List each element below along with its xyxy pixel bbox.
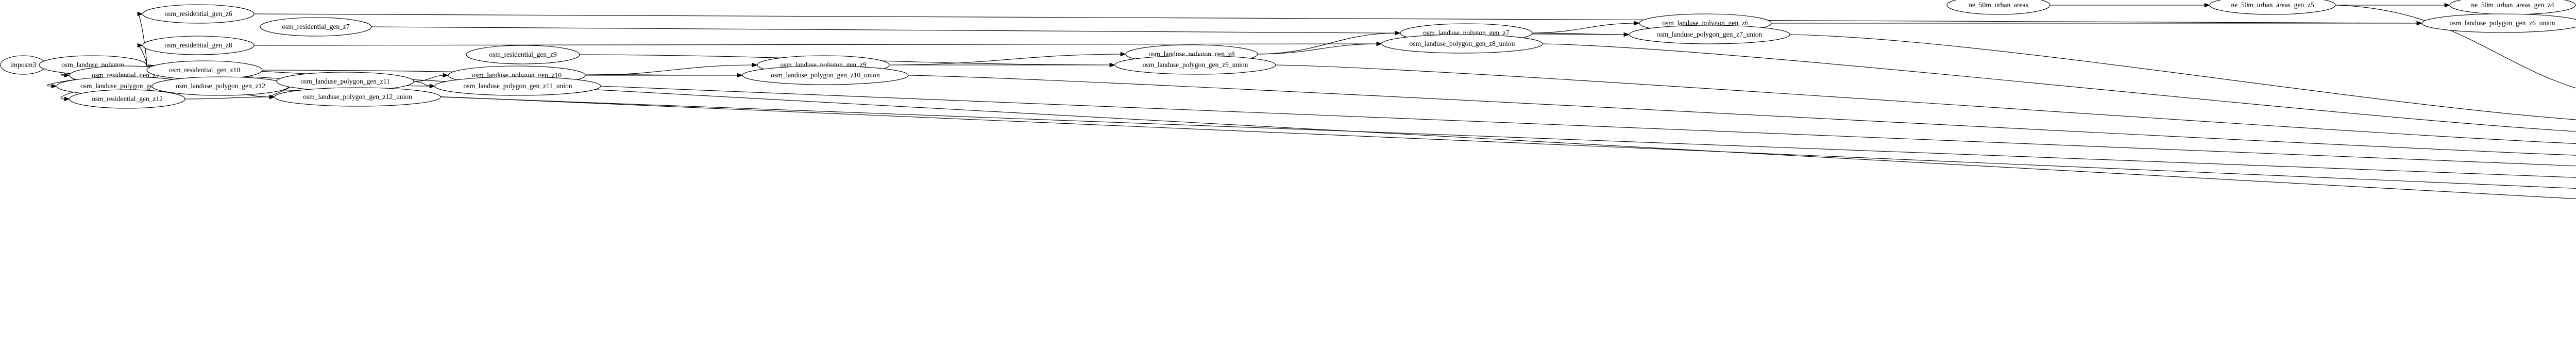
node-label: osm_residential_gen_z6 xyxy=(164,10,232,18)
edge-osm_landuse_polygon_gen_z7-to-osm_landuse_polygon_gen_z6 xyxy=(1532,23,1635,34)
node-shape xyxy=(69,89,185,109)
edge-osm_landuse_polygon_gen_z9_union-to-layer_landuse.z9 xyxy=(1275,64,2576,144)
node-ne_50m_urban_areas_gen_z4[interactable]: ne_50m_urban_areas_gen_z4 xyxy=(2449,0,2576,15)
arrowhead xyxy=(137,43,143,48)
arrowhead xyxy=(2204,3,2210,8)
node-label: ne_50m_urban_areas_gen_z4 xyxy=(2471,1,2554,9)
node-label: osm_landuse_polygon_gen_z13 xyxy=(80,82,170,90)
node-shape xyxy=(466,45,580,64)
node-shape xyxy=(260,17,372,37)
arrowhead xyxy=(429,84,435,89)
node-shape xyxy=(434,76,601,96)
node-shape xyxy=(274,87,441,107)
node-label: osm_landuse_polygon_gen_z11 xyxy=(300,77,389,85)
node-osm_landuse_polygon_gen_z7_union[interactable]: osm_landuse_polygon_gen_z7_union xyxy=(1629,25,1790,44)
arrowhead xyxy=(2444,3,2450,8)
edge-osm_landuse_polygon_gen_z11-to-osm_landuse_polygon_gen_z11_union xyxy=(413,81,431,87)
edge-osm_landuse_polygon-to-osm_residential_gen_z6 xyxy=(138,13,147,65)
node-osm_residential_gen_z8[interactable]: osm_residential_gen_z8 xyxy=(142,36,255,55)
node-shape xyxy=(1381,34,1543,54)
edge-osm_residential_gen_z8-to-osm_landuse_polygon_gen_z8_union xyxy=(253,43,1378,46)
node-label: ne_50m_urban_areas xyxy=(1969,1,2028,9)
node-shape xyxy=(142,36,255,55)
edges-layer xyxy=(33,3,2576,201)
node-osm_landuse_polygon_gen_z6_union[interactable]: osm_landuse_polygon_gen_z6_union xyxy=(2421,13,2576,33)
arrowhead xyxy=(1109,62,1115,68)
node-osm_landuse_polygon_gen_z8_union[interactable]: osm_landuse_polygon_gen_z8_union xyxy=(1381,34,1543,54)
node-label: osm_landuse_polygon_gen_z9_union xyxy=(1143,61,1248,69)
edge-osm_landuse_polygon_gen_z13-to-layer_landuse.z13 xyxy=(193,86,2576,190)
node-shape xyxy=(1114,55,1276,75)
arrowhead xyxy=(64,96,70,102)
node-label: osm_landuse_polygon_gen_z12 xyxy=(176,82,265,90)
edge-osm_landuse_polygon_gen_z10-to-osm_landuse_polygon_gen_z9 xyxy=(585,64,753,76)
node-ne_50m_urban_areas_gen_z5[interactable]: ne_50m_urban_areas_gen_z5 xyxy=(2209,0,2336,15)
edge-osm_landuse_polygon_gen_z12_union-to-layer_landuse.z12 xyxy=(440,96,2576,179)
arrowhead xyxy=(1120,52,1126,57)
node-label: osm_landuse_polygon_gen_z12_union xyxy=(303,93,412,101)
arrowhead xyxy=(737,73,743,78)
arrowhead xyxy=(1395,30,1401,36)
edge-ne_50m_urban_areas_gen_z5-to-layer_landuse.z5 xyxy=(2335,5,2576,89)
node-label: osm_landuse_polygon_gen_z8_union xyxy=(1410,40,1515,47)
node-label: osm_landuse_polygon_gen_z6_union xyxy=(2450,19,2555,27)
arrowhead xyxy=(137,11,143,17)
node-shape xyxy=(1629,25,1790,44)
node-osm_residential_gen_z9[interactable]: osm_residential_gen_z9 xyxy=(466,45,580,64)
node-imposm3[interactable]: imposm3 xyxy=(0,55,46,75)
node-label: osm_residential_gen_z12 xyxy=(92,95,163,103)
edge-osm_landuse_polygon_gen_z10_union-to-layer_landuse.z10 xyxy=(908,75,2576,156)
node-osm_residential_gen_z7[interactable]: osm_residential_gen_z7 xyxy=(260,17,372,37)
node-ne_50m_urban_areas[interactable]: ne_50m_urban_areas xyxy=(1946,0,2050,15)
arrowhead xyxy=(443,73,449,78)
edge-osm_landuse_polygon_gen_z11_union-to-layer_landuse.z11 xyxy=(600,86,2576,168)
arrowhead xyxy=(269,94,275,100)
edge-osm_landuse_polygon_gen_z8_union-to-layer_landuse.z8 xyxy=(1542,43,2576,132)
node-label: osm_landuse_polygon_gen_z10_union xyxy=(771,71,880,79)
node-osm_landuse_polygon_gen_z10_union[interactable]: osm_landuse_polygon_gen_z10_union xyxy=(742,65,909,85)
arrowhead xyxy=(1623,32,1630,37)
node-label: osm_residential_gen_z8 xyxy=(164,41,232,49)
arrowhead xyxy=(1376,41,1382,46)
edge-osm_landuse_polygon_gen_z7_union-to-layer_landuse.z7 xyxy=(1789,34,2576,120)
node-label: imposm3 xyxy=(10,61,37,69)
edge-osm_landuse_polygon_gen_z7-to-osm_landuse_polygon_gen_z7_union xyxy=(1532,32,1625,35)
edge-osm_landuse_polygon_gen_z8-to-osm_landuse_polygon_gen_z8_union xyxy=(1257,43,1378,55)
node-shape xyxy=(2421,13,2576,33)
node-label: osm_residential_gen_z7 xyxy=(282,23,349,30)
edge-osm_residential_gen_z12-to-osm_landuse_polygon_gen_z12_union xyxy=(184,96,270,100)
node-shape xyxy=(2209,0,2336,15)
node-osm_residential_gen_z12[interactable]: osm_residential_gen_z12 xyxy=(69,89,185,109)
arrowhead xyxy=(64,73,70,78)
node-osm_landuse_polygon_gen_z11_union[interactable]: osm_landuse_polygon_gen_z11_union xyxy=(434,76,601,96)
node-label: osm_landuse_polygon_gen_z7_union xyxy=(1657,30,1762,38)
node-osm_landuse_polygon_gen_z12[interactable]: osm_landuse_polygon_gen_z12 xyxy=(151,76,290,96)
node-label: osm_landuse_polygon_gen_z11_union xyxy=(464,82,572,90)
edge-osm_landuse_polygon_gen_z11-to-osm_landuse_polygon_gen_z10 xyxy=(413,75,444,82)
arrowhead xyxy=(2416,21,2422,26)
edge-osm_landuse_polygon_gen_z9-to-osm_landuse_polygon_gen_z8 xyxy=(889,54,1122,65)
node-label: osm_landuse_polygon_gen_z6 xyxy=(1662,19,1748,27)
node-osm_landuse_polygon_gen_z9_union[interactable]: osm_landuse_polygon_gen_z9_union xyxy=(1114,55,1276,75)
arrowhead xyxy=(1634,21,1640,26)
node-label: osm_residential_gen_z10 xyxy=(169,66,240,74)
node-osm_landuse_polygon_gen_z11[interactable]: osm_landuse_polygon_gen_z11 xyxy=(276,72,414,91)
node-osm_residential_gen_z10[interactable]: osm_residential_gen_z10 xyxy=(146,60,263,80)
node-shape xyxy=(742,65,909,85)
node-osm_residential_gen_z6[interactable]: osm_residential_gen_z6 xyxy=(142,4,255,24)
edge-osm_landuse_polygon_gen_z8-to-osm_landuse_polygon_gen_z7 xyxy=(1257,32,1396,55)
node-shape xyxy=(1946,0,2050,15)
node-osm_landuse_polygon_gen_z13[interactable]: osm_landuse_polygon_gen_z13 xyxy=(56,76,194,96)
node-label: osm_residential_gen_z9 xyxy=(489,51,556,58)
arrowhead xyxy=(752,62,758,68)
node-osm_landuse_polygon_gen_z12_union[interactable]: osm_landuse_polygon_gen_z12_union xyxy=(274,87,441,107)
arrowhead xyxy=(51,84,57,89)
edge-osm_residential_gen_z6-to-osm_landuse_polygon_gen_z6_union xyxy=(253,13,2418,24)
node-shape xyxy=(142,4,255,24)
node-label: ne_50m_urban_areas_gen_z5 xyxy=(2231,1,2314,9)
